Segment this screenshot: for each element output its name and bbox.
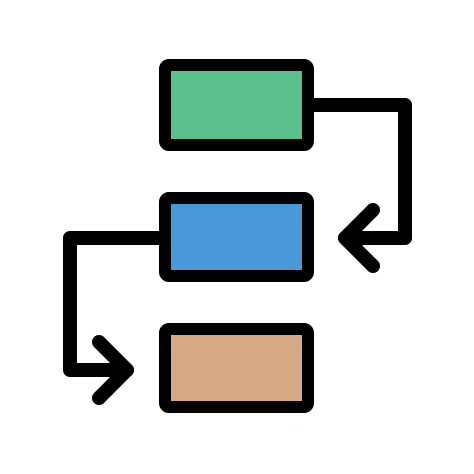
arrow-middle-to-bottom-head [92,335,134,405]
arrow-middle-to-bottom [63,231,170,377]
arrow-top-to-middle [303,98,412,245]
box-top [159,59,314,151]
arrow-top-to-middle-head [338,203,380,273]
box-bottom [159,323,314,413]
box-middle [159,192,314,282]
